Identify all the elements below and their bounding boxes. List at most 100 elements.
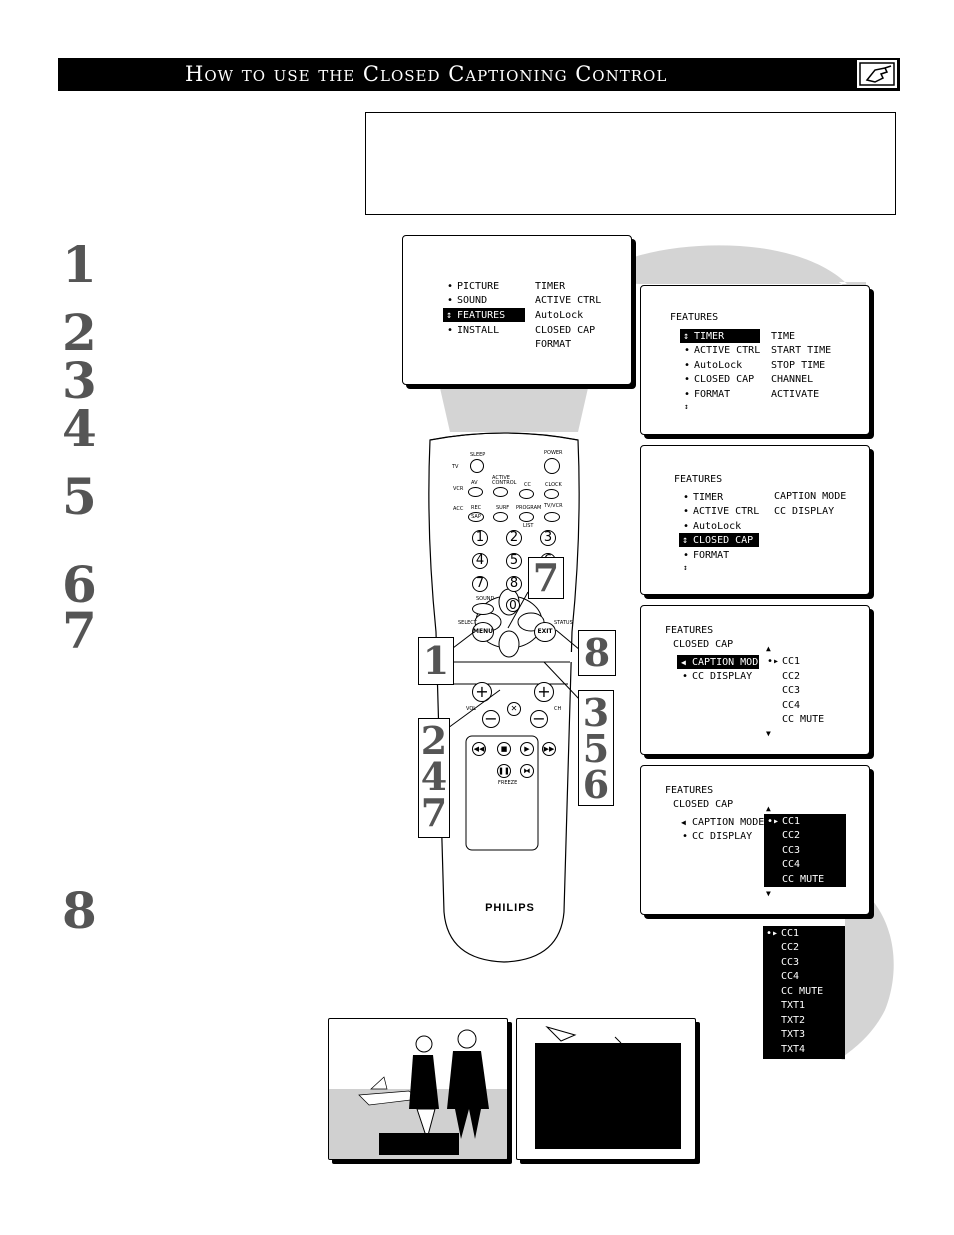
option-list-highlight [764, 814, 846, 887]
option-item: TXT3 [781, 1029, 806, 1040]
option-item: CC4 [782, 859, 801, 870]
step-number: 6 [62, 555, 97, 614]
features-screen-timer: FEATURES ↕ TIMER • ACTIVE CTRL • AutoLoc… [640, 285, 870, 435]
callout-step: 2 4 7 [418, 718, 450, 838]
cc-button[interactable] [519, 489, 534, 499]
page-title: How to use the Closed Captioning Control [185, 62, 668, 86]
vol-up-button[interactable]: + [472, 682, 492, 702]
header-bar [58, 58, 900, 91]
vol-label: VOL [466, 706, 477, 712]
airplane-illustration [545, 1025, 622, 1044]
sleep-button[interactable] [470, 459, 484, 473]
ch-up-button[interactable]: + [534, 682, 554, 702]
option-item: CC2 [781, 942, 800, 953]
surf-button[interactable] [493, 512, 508, 522]
av-button[interactable] [468, 487, 483, 497]
freeze-label: FREEZE [498, 780, 518, 786]
submenu-item: TIMER [535, 281, 566, 292]
sap-button[interactable]: SAP [468, 512, 484, 522]
leftright-arrow-icon: •▸ [766, 928, 779, 939]
option-item: CC3 [781, 957, 800, 968]
exit-button[interactable]: EXIT [534, 622, 556, 642]
menu-item: CAPTION MODE [692, 817, 765, 828]
digit-2-button[interactable]: 2 [506, 530, 522, 546]
digit-8-button[interactable]: 8 [506, 576, 522, 592]
leftright-arrow-icon: •▸ [767, 656, 780, 667]
left-arrow-icon: ◀ [681, 658, 686, 667]
step-number: 3 [62, 351, 97, 410]
step-number: 2 [62, 303, 97, 362]
digit-7-button[interactable]: 7 [472, 576, 488, 592]
mute-icon[interactable]: ✕ [507, 702, 521, 716]
step-number: 8 [62, 881, 97, 940]
power-label: POWER [544, 450, 563, 456]
menu-button[interactable]: MENU [472, 622, 494, 642]
option-item: CC4 [782, 700, 801, 711]
digit-3-button[interactable]: 3 [540, 530, 556, 546]
text-box [535, 1043, 681, 1149]
cc-label: CC [524, 482, 531, 488]
updown-arrow-icon: ↕ [682, 535, 689, 546]
up-arrow-icon: ▲ [766, 644, 771, 653]
vol-down-button[interactable]: − [482, 710, 500, 728]
digit-0-button[interactable]: 0 [506, 598, 520, 612]
screen-title: FEATURES [670, 312, 719, 323]
features-screen-closed-cap: FEATURES • TIMER • ACTIVE CTRL • AutoLoc… [640, 445, 870, 595]
vcr-label: VCR [453, 486, 464, 492]
tv-label: TV [452, 464, 459, 470]
option-item: CC3 [782, 685, 801, 696]
option-item: TXT2 [781, 1015, 806, 1026]
menu-item: TIMER [693, 492, 724, 503]
step-number: 4 [62, 399, 97, 458]
submenu-item: CC DISPLAY [774, 506, 835, 517]
screen-subtitle: CLOSED CAP [673, 639, 734, 650]
step-number: 5 [62, 467, 97, 526]
note-box [365, 112, 896, 215]
main-menu-screen: • PICTURE • SOUND ↕ FEATURES • INSTALL T… [402, 235, 632, 385]
program-list-button[interactable] [519, 512, 534, 522]
screen-title: FEATURES [665, 625, 714, 636]
sleep-label: SLEEP [470, 452, 486, 458]
active-control-button[interactable] [493, 487, 508, 497]
option-item: CC MUTE [782, 714, 825, 725]
option-item: CC3 [782, 845, 801, 856]
pause-icon[interactable]: ❚❚ [497, 764, 511, 778]
submenu-item: FORMAT [535, 339, 572, 350]
submenu-item: ACTIVE CTRL [535, 295, 602, 306]
left-arrow-icon: ◀ [681, 818, 686, 827]
submenu-item: ACTIVATE [771, 389, 820, 400]
tv-picture-with-caption [328, 1018, 508, 1160]
option-item: TXT1 [781, 1000, 806, 1011]
selection-bar [443, 308, 525, 322]
digit-5-button[interactable]: 5 [506, 553, 522, 569]
menu-item-install: INSTALL [457, 325, 500, 336]
selection-bar [679, 533, 759, 547]
sound-label: SOUND [476, 596, 495, 602]
tvvcr-label: TV/VCR [544, 503, 563, 509]
menu-item: FORMAT [693, 550, 730, 561]
ch-down-button[interactable]: − [530, 710, 548, 728]
surf-label: SURF [496, 505, 510, 511]
sound-button[interactable] [472, 603, 494, 615]
callout-step: 8 [578, 630, 616, 676]
list-label: LIST [523, 523, 534, 529]
play-icon[interactable]: ▶ [520, 742, 534, 756]
av-label: AV [471, 480, 478, 486]
stop-icon[interactable]: ■ [497, 742, 511, 756]
menu-item-features: FEATURES [457, 310, 506, 321]
fast-forward-icon[interactable]: ▶▶ [542, 742, 556, 756]
clock-button[interactable] [544, 489, 559, 499]
digit-1-button[interactable]: 1 [472, 530, 488, 546]
option-item: CC1 [781, 928, 800, 939]
leftright-arrow-icon: •▸ [767, 816, 780, 827]
power-button[interactable] [544, 458, 560, 474]
menu-item: CC DISPLAY [692, 831, 753, 842]
closed-cap-screen-mode: FEATURES CLOSED CAP ▲ ◀ CAPTION MODE • C… [640, 605, 870, 755]
option-item: CC MUTE [782, 874, 825, 885]
pointing-hand-icon [856, 59, 898, 89]
tvvcr-button[interactable] [544, 512, 560, 522]
digit-4-button[interactable]: 4 [472, 553, 488, 569]
rewind-icon[interactable]: ◀◀ [472, 742, 486, 756]
record-icon[interactable]: ⧓ [520, 764, 534, 778]
